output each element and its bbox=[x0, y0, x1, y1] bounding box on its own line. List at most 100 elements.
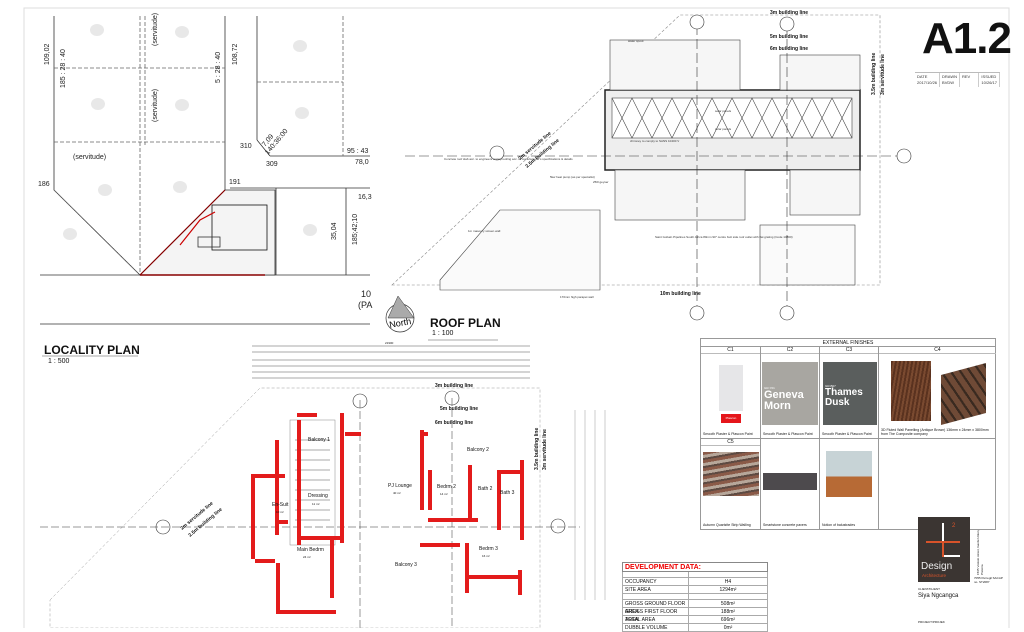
note: 1m masonry screen wall bbox=[468, 229, 501, 233]
swatch-code: GR-Y01 bbox=[764, 386, 775, 390]
room-area: 11 m² bbox=[312, 502, 319, 506]
dim-label: 35,04 bbox=[331, 222, 338, 240]
point-label: 310 bbox=[240, 143, 252, 150]
client-label: CLIENT/KLIENT bbox=[918, 587, 941, 591]
building-line-label: 6m building line bbox=[770, 46, 808, 52]
north-label: North bbox=[388, 316, 411, 330]
room-area: 40 m² bbox=[393, 491, 401, 495]
fluted-profile-image bbox=[941, 362, 986, 426]
bearing-label: 5 : 28 : 40 bbox=[215, 52, 222, 83]
dev-value: H4 bbox=[724, 579, 732, 585]
c1-swatch bbox=[719, 365, 743, 411]
note: 250l geyser bbox=[593, 180, 609, 184]
dev-value: 508m² bbox=[720, 601, 736, 607]
room-name: Balcony 1 bbox=[308, 437, 330, 443]
dim-label: 78,0 bbox=[355, 159, 369, 166]
north-arrow: North bbox=[385, 295, 415, 333]
building-line-label: 5m building line bbox=[770, 34, 808, 40]
locality-plan-scale: 1 : 500 bbox=[48, 358, 70, 365]
room-name: En-Suit bbox=[272, 502, 289, 508]
finishes-title: EXTERNAL FINISHES bbox=[701, 339, 995, 347]
finish-code: C1 bbox=[701, 347, 760, 354]
finish-caption: Notion of balustrades bbox=[822, 523, 856, 527]
finish-code: C2 bbox=[761, 347, 819, 354]
point-label: 186 bbox=[38, 181, 50, 188]
plascon-logo: Plascon bbox=[721, 414, 741, 423]
point-label: 309 bbox=[266, 161, 278, 168]
issued-label: ISSUED bbox=[981, 74, 997, 79]
servitude-label: (servitude) bbox=[152, 13, 159, 46]
note: chimney to comply to SANS 10400 V bbox=[630, 139, 679, 143]
finish-code: C3 bbox=[820, 347, 878, 354]
swatch-name: Thames bbox=[825, 387, 863, 398]
dev-label: SITE AREA bbox=[623, 586, 689, 593]
date-label: DATE bbox=[917, 74, 928, 79]
swatch-name: Geneva bbox=[764, 389, 804, 401]
issued-value: 10/26/17 bbox=[981, 80, 997, 85]
rev-label: REV bbox=[962, 74, 971, 79]
dev-value: 188m² bbox=[720, 609, 736, 615]
dev-label bbox=[623, 594, 689, 599]
room-name: Dressing bbox=[308, 493, 328, 499]
roof-plan-scale: 1 : 100 bbox=[432, 330, 454, 337]
room-name: Main Bedrm bbox=[297, 547, 324, 553]
logo-name: Design bbox=[921, 561, 953, 572]
dev-label: GROSS FIRST FLOOR AREA bbox=[623, 608, 689, 623]
dimension: 21900 bbox=[385, 341, 394, 345]
project-label: PROJECT/PROJEK bbox=[918, 620, 945, 624]
note: 170mm high parapet wall bbox=[560, 295, 594, 299]
finish-caption: Smooth Plaster & Plascon Paint bbox=[703, 432, 753, 436]
sheet-number: A1.2 bbox=[922, 14, 1012, 63]
first-floor-plan-drawing bbox=[40, 345, 606, 628]
locality-plan-drawing bbox=[40, 16, 370, 325]
date-value: 2017/10/26 bbox=[917, 80, 938, 85]
finish-caption: Smartstone concrete pavers bbox=[763, 523, 807, 527]
balustrade-image bbox=[826, 451, 872, 497]
note: 5kw heat pump (as per specialist) bbox=[550, 175, 595, 179]
c2-swatch: GR-Y01 Geneva Morn bbox=[762, 362, 818, 425]
building-line-label: 5m building line bbox=[440, 406, 478, 412]
fluted-panel-image bbox=[891, 361, 931, 421]
servitude-label: (servitude) bbox=[152, 89, 159, 122]
room-name: Balcony 3 bbox=[395, 562, 417, 568]
dim-label: 108,72 bbox=[232, 43, 239, 65]
external-finishes-table: EXTERNAL FINISHES C1 Plascon Smooth Plas… bbox=[700, 338, 996, 530]
finish-caption: 3D Fluted Wall Panelling (Antique Brown)… bbox=[881, 428, 989, 436]
room-name: Bedrm 3 bbox=[479, 546, 498, 552]
room-area: 16 m² bbox=[482, 554, 490, 558]
building-line-label: 3m servitude line bbox=[542, 429, 548, 470]
practice-registration: 7055 Perregil SACAP no. ST2087 bbox=[974, 576, 1003, 584]
room-name: PJ Lounge bbox=[388, 483, 412, 489]
dev-label: TOTAL AREA bbox=[623, 616, 689, 623]
servitude-label: (servitude) bbox=[73, 154, 106, 161]
point-label: 191 bbox=[229, 179, 241, 186]
development-title: DEVELOPMENT DATA: bbox=[622, 562, 768, 572]
dev-label: GROSS GROUND FLOOR AREA bbox=[623, 600, 689, 615]
swatch-name: Morn bbox=[764, 400, 791, 412]
drawn-value: BVDW bbox=[942, 80, 955, 85]
swatch-code: GR-B07 bbox=[825, 384, 836, 388]
bearing-label: 185;42;10 bbox=[352, 214, 359, 245]
finish-caption: Autumn Quartzite Strip Walling bbox=[703, 523, 751, 527]
finish-code: C4 bbox=[879, 347, 996, 354]
room-name: Bedrm 2 bbox=[437, 484, 456, 490]
room-area: 10 m² bbox=[276, 510, 284, 514]
stone-walling-image bbox=[703, 452, 759, 496]
finish-code: C5 bbox=[701, 439, 760, 446]
walls bbox=[251, 413, 524, 614]
pavers-image bbox=[763, 473, 817, 490]
logo-sub: Architecture bbox=[922, 573, 947, 578]
client-name: Siya Ngcangca bbox=[918, 593, 959, 599]
building-line-label: 10m building line bbox=[660, 291, 701, 297]
roof-plan-drawing bbox=[391, 14, 900, 315]
lot-label: (PA bbox=[358, 300, 372, 310]
note: water spout bbox=[628, 39, 644, 43]
lot-label: 10 bbox=[361, 289, 371, 299]
locality-plan-title: LOCALITY PLAN bbox=[44, 343, 140, 357]
c3-swatch: GR-B07 Thames Dusk bbox=[823, 362, 877, 425]
finish-caption: Smooth Plaster & Plascon Paint bbox=[822, 432, 872, 436]
practice-address: 1565 Vostelo street, Garden Glen, Pretor… bbox=[976, 529, 984, 575]
